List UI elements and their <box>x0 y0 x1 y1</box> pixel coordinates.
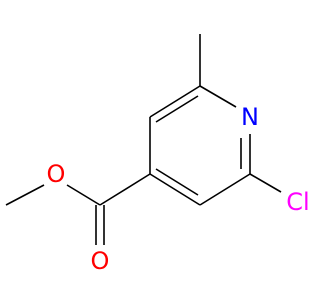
bond-o-ester-methyl <box>5 184 45 206</box>
bond-c2-cl <box>249 173 282 193</box>
bond-c6-c5 <box>149 85 201 118</box>
atom-label-o-carbonyl: O <box>91 247 110 275</box>
atom-label-cl: Cl <box>286 188 309 216</box>
bond-carbonyl-c-o-ester <box>66 184 101 206</box>
bond-c6-n1 <box>199 85 237 108</box>
bond-c3-c4-inner <box>155 168 199 196</box>
bond-c2-c3 <box>199 173 251 206</box>
bond-c4-carbonyl-c <box>99 173 151 206</box>
bond-c6-c5-inner <box>155 95 199 123</box>
bond-c3-c4 <box>149 173 201 206</box>
atom-label-n: N <box>241 103 259 131</box>
atom-label-o-ester: O <box>47 160 66 188</box>
